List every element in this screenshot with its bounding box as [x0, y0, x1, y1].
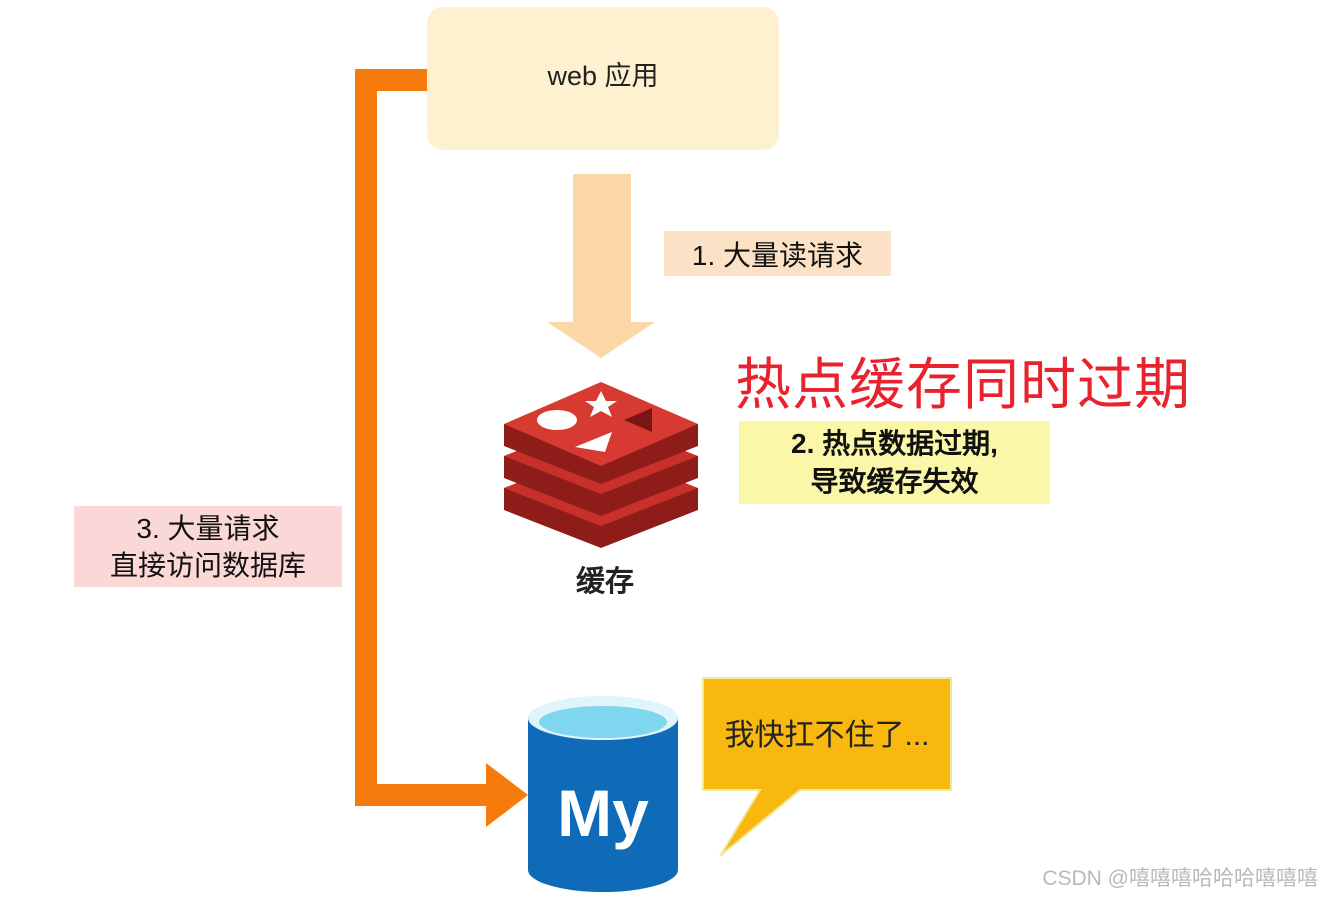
- redis-triangle-symbol: [575, 432, 612, 452]
- step3-line2: 直接访问数据库: [109, 549, 306, 581]
- watermark: CSDN @嘻嘻嘻哈哈哈嘻嘻嘻: [1042, 867, 1318, 890]
- headline-text: 热点缓存同时过期: [735, 353, 1191, 418]
- web-app-label: web 应用: [547, 61, 659, 91]
- step1-label: 1. 大量读请求: [664, 231, 891, 276]
- step1-text: 1. 大量读请求: [691, 239, 864, 271]
- step2-line1: 2. 热点数据过期,: [791, 427, 998, 459]
- mysql-database-icon: My: [528, 696, 678, 892]
- step2-label: 2. 热点数据过期, 导致缓存失效: [739, 421, 1050, 504]
- step3-label: 3. 大量请求 直接访问数据库: [74, 506, 342, 587]
- down-arrow: [547, 174, 655, 358]
- redis-icon: [504, 382, 698, 548]
- redis-cube-symbol: [624, 408, 652, 432]
- speech-bubble-text: 我快扛不住了...: [724, 719, 930, 752]
- step2-line2: 导致缓存失效: [810, 465, 979, 497]
- redis-circle-symbol: [537, 410, 577, 430]
- orange-path-arrow: [355, 69, 528, 827]
- web-app-box: web 应用: [427, 7, 779, 150]
- step3-line1: 3. 大量请求: [136, 512, 280, 544]
- cache-label: 缓存: [575, 566, 634, 598]
- mysql-logo-text: My: [557, 776, 649, 850]
- redis-star-symbol: [585, 391, 617, 417]
- speech-bubble: [702, 677, 952, 857]
